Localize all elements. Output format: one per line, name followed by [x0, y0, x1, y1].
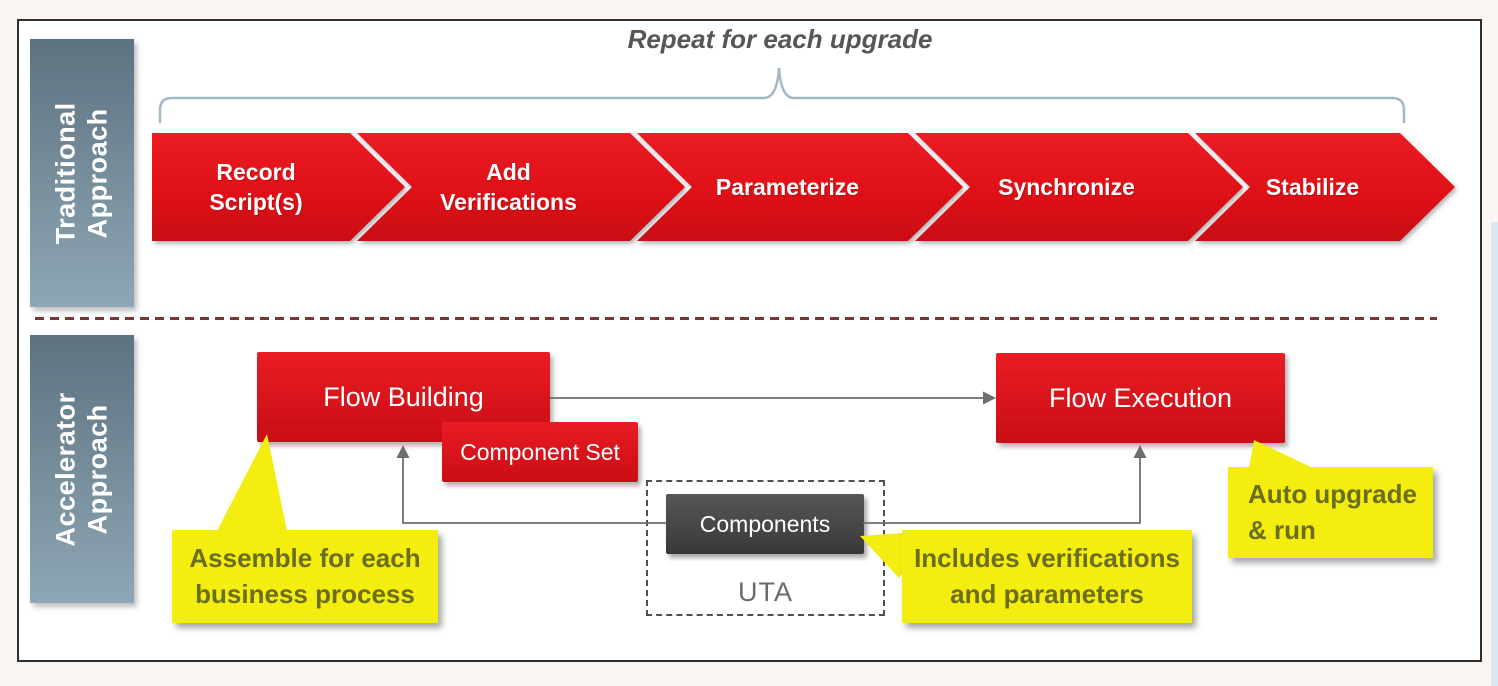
- chevron-label-line: Add: [486, 158, 531, 185]
- chevron-synchronize: Synchronize: [915, 133, 1243, 241]
- callout-line: business process: [195, 578, 415, 609]
- callout-line: & run: [1248, 514, 1316, 545]
- uta-label: UTA: [738, 577, 793, 607]
- label-line: Accelerator: [50, 391, 81, 547]
- label-line: Approach: [83, 404, 113, 535]
- component-set-box: Component Set: [442, 422, 638, 482]
- chevron-label-line: Verifications: [440, 189, 577, 215]
- chevron-label-line: Script(s): [209, 189, 303, 215]
- chevron-parameterize: Parameterize: [637, 133, 963, 241]
- callout-line: Auto upgrade: [1248, 479, 1417, 510]
- chevron-stabilize-shape: Stabilize: [1195, 133, 1455, 241]
- callout-line: Includes verifications: [914, 543, 1180, 574]
- section-divider-dashed: [35, 317, 1437, 320]
- chevron-stabilize: Stabilize: [1195, 133, 1455, 241]
- callout-includes: Includes verifications and parameters: [902, 530, 1192, 623]
- chevron-label-line: Synchronize: [998, 173, 1135, 200]
- chevron-label-line: Stabilize: [1265, 173, 1360, 200]
- callout-line: and parameters: [950, 578, 1144, 609]
- label-line: Traditional: [50, 101, 81, 245]
- repeat-caption: Repeat for each upgrade: [627, 24, 933, 54]
- flow-building-box: Flow Building: [257, 352, 550, 442]
- section-label-traditional: Traditional Approach: [30, 39, 134, 307]
- callout-assemble: Assemble for each business process: [172, 530, 438, 623]
- chevron-add-verifications-shape: Add Verifications: [357, 133, 685, 241]
- right-edge-strip: [1491, 222, 1498, 686]
- chevron-record-scripts-shape: Record Script(s): [152, 133, 405, 241]
- flow-execution-box: Flow Execution: [996, 353, 1285, 443]
- label-line: Approach: [83, 108, 113, 239]
- components-box: Components: [666, 494, 864, 554]
- section-label-accelerator-text: Accelerator Approach: [50, 392, 115, 546]
- section-label-accelerator: Accelerator Approach: [30, 335, 134, 603]
- chevron-synchronize-shape: Synchronize: [915, 133, 1243, 241]
- callout-line: Assemble for each: [189, 543, 421, 574]
- chevron-label-line: Parameterize: [715, 173, 860, 200]
- callout-auto-upgrade: Auto upgrade & run: [1228, 467, 1433, 558]
- chevron-record-scripts: Record Script(s): [152, 133, 405, 241]
- section-label-traditional-text: Traditional Approach: [50, 102, 115, 244]
- chevron-label-line: Record: [216, 158, 296, 185]
- uta-dashed-container: UTA: [646, 480, 885, 616]
- chevron-add-verifications: Add Verifications: [357, 133, 685, 241]
